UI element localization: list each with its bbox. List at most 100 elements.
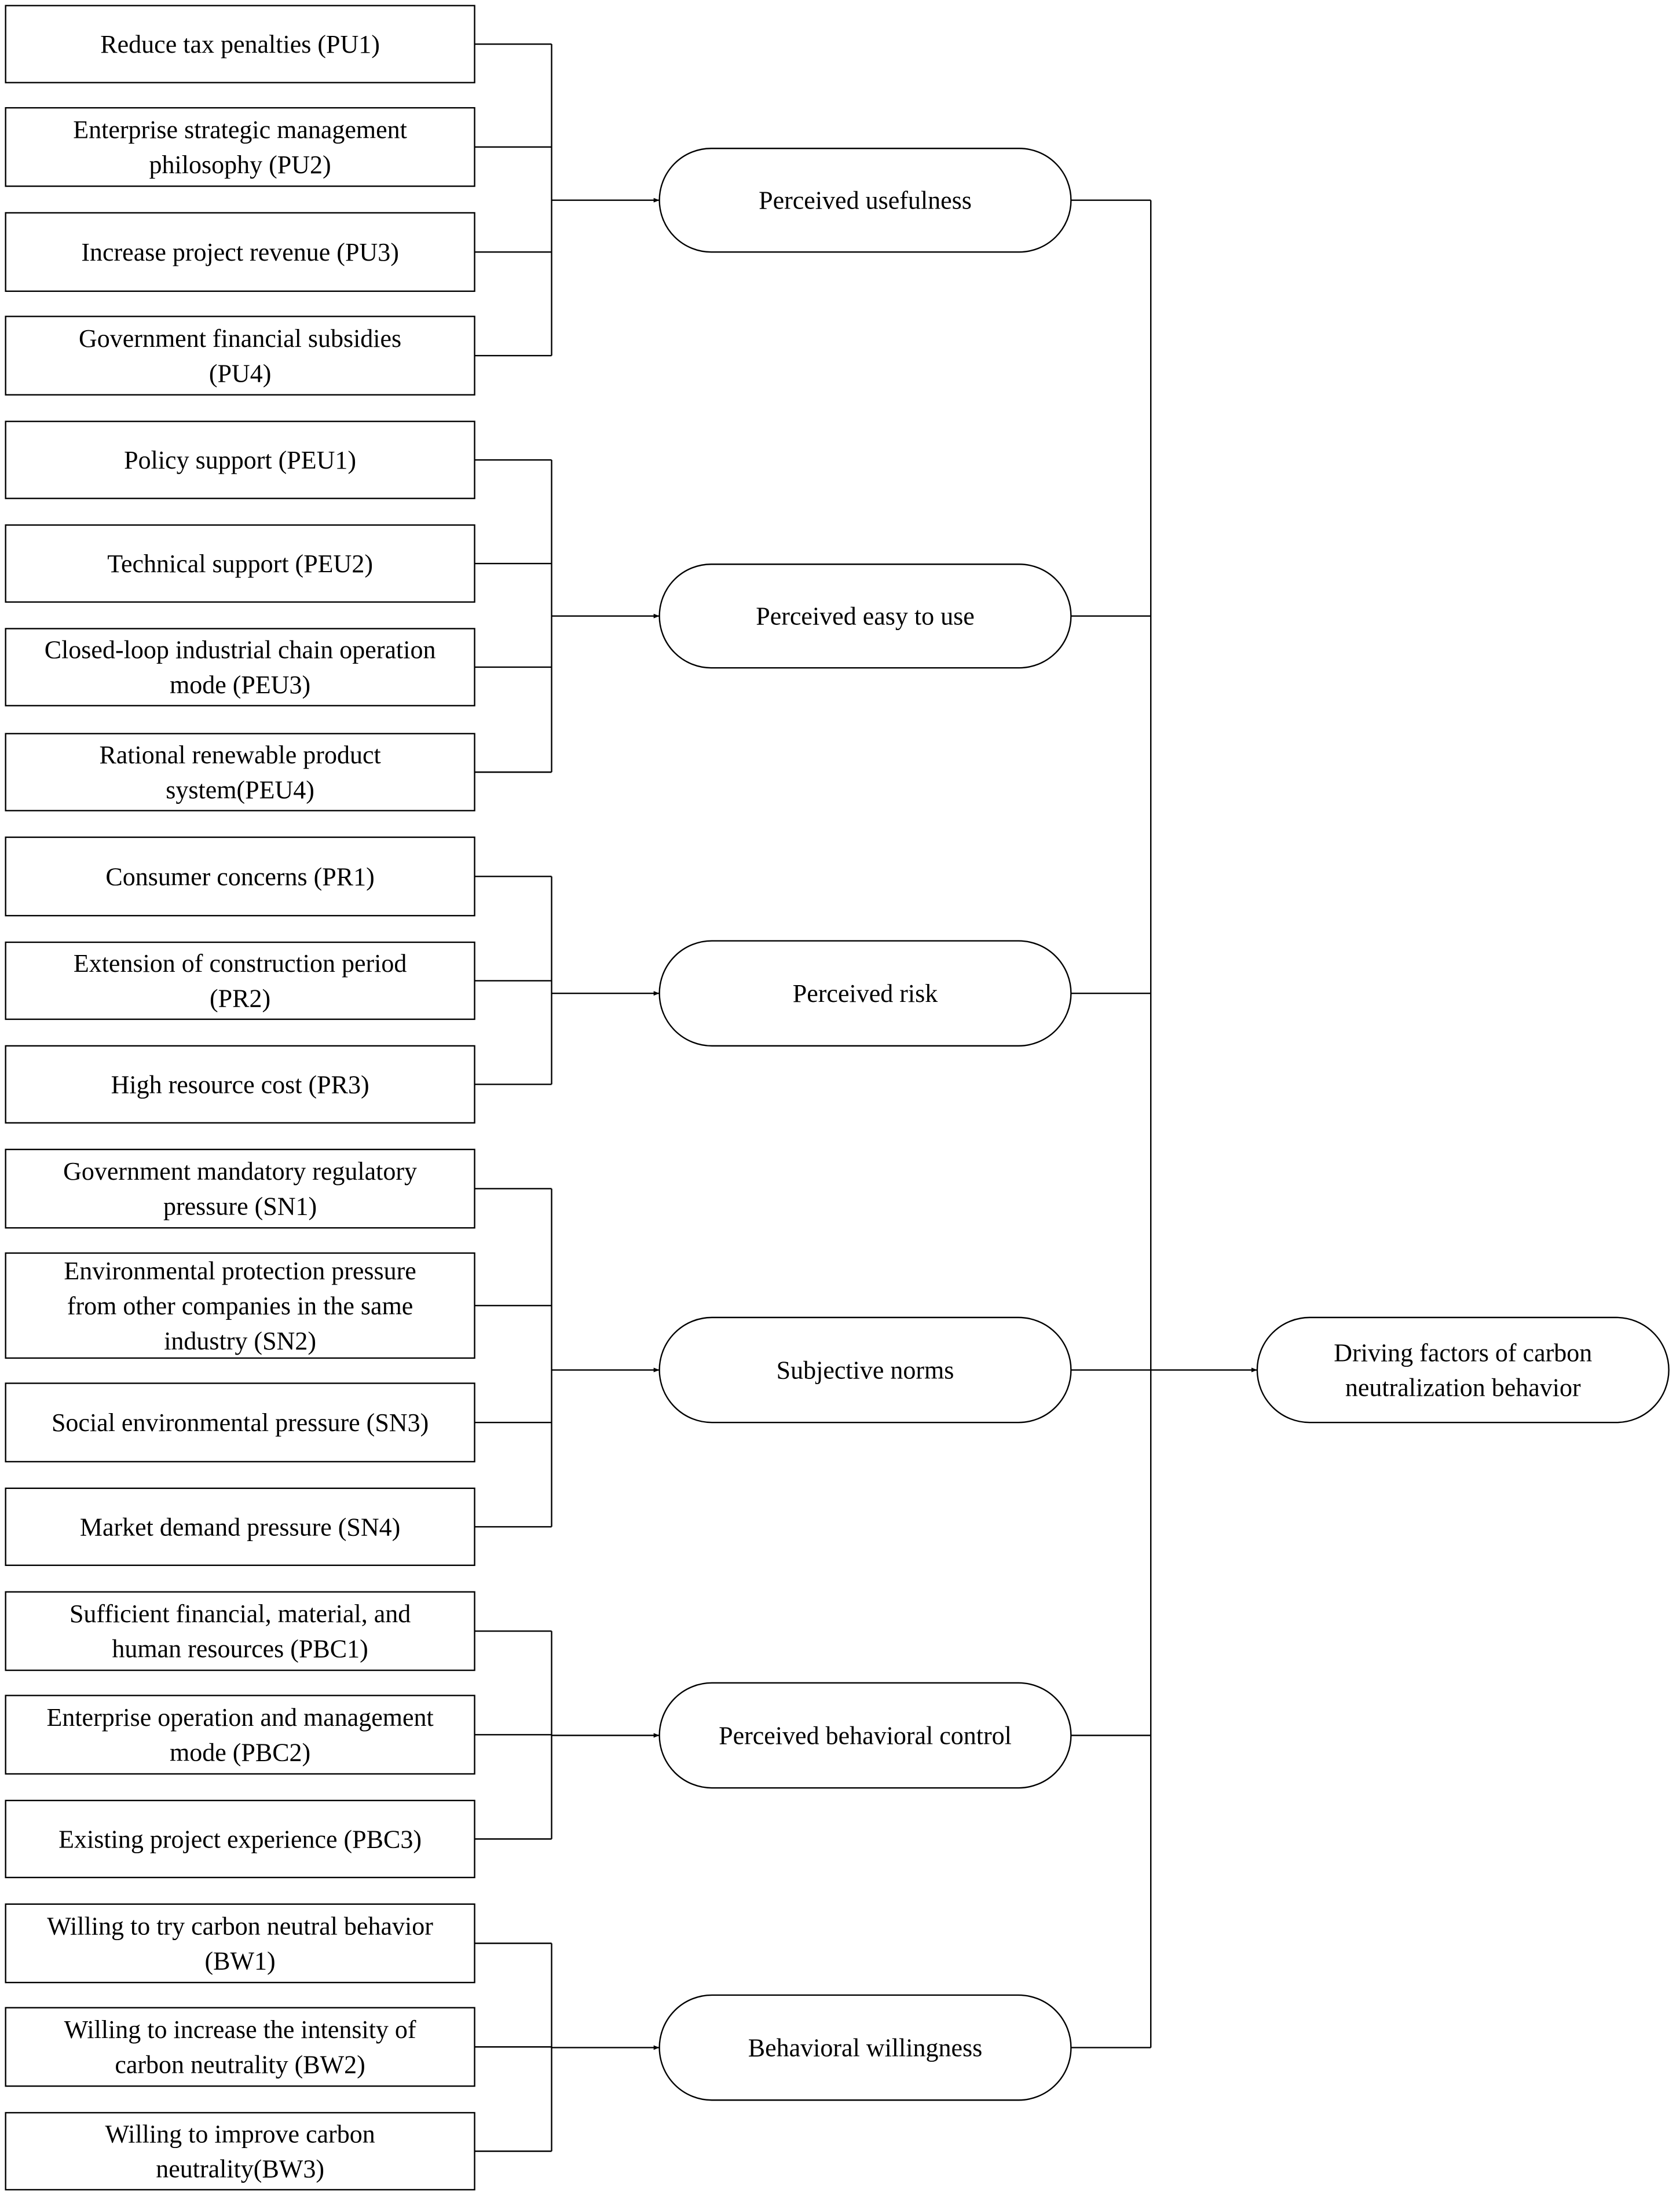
indicator-label: Existing project experience (PBC3) (58, 1825, 422, 1853)
indicator-label-line: Enterprise strategic management (73, 116, 407, 144)
indicator-box: Consumer concerns (PR1) (5, 836, 475, 917)
indicator-label-line: Rational renewable product (99, 741, 380, 769)
indicator-box-frame (5, 1591, 475, 1671)
construct-label: Perceived usefulness (759, 186, 972, 215)
construct-node: Subjective norms (658, 1316, 1072, 1424)
indicator-label-line: Willing to increase the intensity of (64, 2015, 416, 2044)
indicator-label-line: Existing project experience (PBC3) (58, 1825, 422, 1853)
indicator-box: Technical support (PEU2) (5, 524, 475, 603)
indicator-box: Extension of construction period (PR2) (5, 941, 475, 1020)
indicator-label: Sufficient financial, material, and human… (69, 1600, 411, 1663)
indicator-box-frame (5, 2007, 475, 2087)
indicator-label-line: Policy support (PEU1) (124, 446, 356, 474)
indicator-box-frame (5, 316, 475, 396)
indicator-box-frame (5, 1695, 475, 1775)
connectors (474, 43, 1257, 2152)
indicator-box-frame (5, 628, 475, 707)
indicator-label-line: philosophy (PU2) (149, 151, 331, 179)
indicator-label-line: High resource cost (PR3) (111, 1070, 369, 1099)
construct-node: Perceived risk (658, 940, 1072, 1047)
outcome-node-frame (1256, 1316, 1670, 1424)
construct-label: Perceived easy to use (756, 602, 975, 631)
construct-label-line: Subjective norms (777, 1356, 954, 1385)
outcome-label-line: Driving factors of carbon (1334, 1338, 1592, 1367)
indicator-label-line: Sufficient financial, material, and (69, 1600, 411, 1628)
indicator-label-line: human resources (PBC1) (112, 1635, 368, 1663)
indicator-label: Consumer concerns (PR1) (105, 862, 374, 891)
indicator-label-line: Willing to try carbon neutral behavior (47, 1912, 433, 1940)
indicator-label-line: from other companies in the same (67, 1291, 413, 1320)
indicator-label-line: Consumer concerns (PR1) (105, 862, 374, 891)
indicator-label-line: Reduce tax penalties (PU1) (100, 30, 380, 58)
indicator-box-frame (5, 1045, 475, 1124)
construct-node: Behavioral willingness (658, 1994, 1072, 2101)
construct-label: Perceived behavioral control (719, 1721, 1012, 1750)
indicator-label: Enterprise strategic management philosoph… (73, 116, 407, 179)
indicator-box: High resource cost (PR3) (5, 1045, 475, 1124)
indicator-box: Rational renewable product system(PEU4) (5, 733, 475, 811)
indicator-box: Social environmental pressure (SN3) (5, 1382, 475, 1463)
indicator-box: Reduce tax penalties (PU1) (5, 5, 475, 83)
construct-label-line: Behavioral willingness (748, 2034, 983, 2062)
indicator-label: Social environmental pressure (SN3) (52, 1408, 429, 1437)
indicator-box-frame (5, 2112, 475, 2191)
indicator-label: Willing to try carbon neutral behavior(B… (47, 1912, 433, 1975)
construct-node: Perceived behavioral control (658, 1682, 1072, 1789)
construct-node-frame (658, 564, 1072, 669)
indicator-box: Existing project experience (PBC3) (5, 1799, 475, 1879)
indicator-label: Reduce tax penalties (PU1) (100, 30, 380, 58)
indicator-label-line: Technical support (PEU2) (107, 550, 373, 578)
nodes: Reduce tax penalties (PU1) Enterprise str… (5, 5, 1670, 2191)
indicator-box: Increase project revenue (PU3) (5, 212, 475, 292)
construct-node: Perceived easy to use (658, 564, 1072, 669)
indicator-label-line: Market demand pressure (SN4) (80, 1513, 401, 1541)
indicator-label: Market demand pressure (SN4) (80, 1513, 401, 1541)
indicator-label-line: Closed-loop industrial chain operation (45, 636, 436, 664)
indicator-box-frame (5, 1903, 475, 1984)
indicator-box-frame (5, 733, 475, 811)
indicator-label-line: Government mandatory regulatory (63, 1157, 417, 1186)
construct-node-frame (658, 1316, 1072, 1424)
indicator-box-frame (5, 5, 475, 83)
indicator-label-line: (PR2) (210, 985, 270, 1013)
indicator-box: Policy support (PEU1) (5, 420, 475, 499)
indicator-label-line: mode (PBC2) (170, 1739, 310, 1767)
construct-label: Perceived risk (793, 979, 938, 1008)
indicator-box-frame (5, 212, 475, 292)
indicator-box: Market demand pressure (SN4) (5, 1487, 475, 1566)
indicator-label-line: system(PEU4) (166, 775, 314, 804)
indicator-box-frame (5, 1148, 475, 1229)
indicator-label-line: Extension of construction period (74, 949, 407, 978)
indicator-label: Policy support (PEU1) (124, 446, 356, 474)
indicator-box: Enterprise strategic management philosoph… (5, 107, 475, 187)
indicator-label: Willing to increase the intensity of carb… (64, 2015, 416, 2079)
indicator-label: High resource cost (PR3) (111, 1070, 369, 1099)
indicator-box: Sufficient financial, material, and human… (5, 1591, 475, 1671)
construct-label-line: Perceived risk (793, 979, 938, 1008)
indicator-box-frame (5, 941, 475, 1020)
indicator-label: Government financial subsidies(PU4) (79, 324, 401, 387)
indicator-label-line: Social environmental pressure (SN3) (52, 1408, 429, 1437)
indicator-box-frame (5, 524, 475, 603)
indicator-label: Extension of construction period (PR2) (74, 949, 407, 1012)
construct-label-line: Perceived behavioral control (719, 1721, 1012, 1750)
indicator-label-line: Government financial subsidies (79, 324, 401, 353)
construct-node-frame (658, 1682, 1072, 1789)
indicator-label-line: carbon neutrality (BW2) (115, 2051, 365, 2079)
indicator-box-frame (5, 1799, 475, 1879)
construct-label-line: Perceived easy to use (756, 602, 975, 631)
indicator-label-line: Willing to improve carbon (105, 2120, 375, 2148)
indicator-label: Technical support (PEU2) (107, 550, 373, 578)
indicator-box-frame (5, 420, 475, 499)
indicator-label: Rational renewable product system(PEU4) (99, 741, 380, 804)
